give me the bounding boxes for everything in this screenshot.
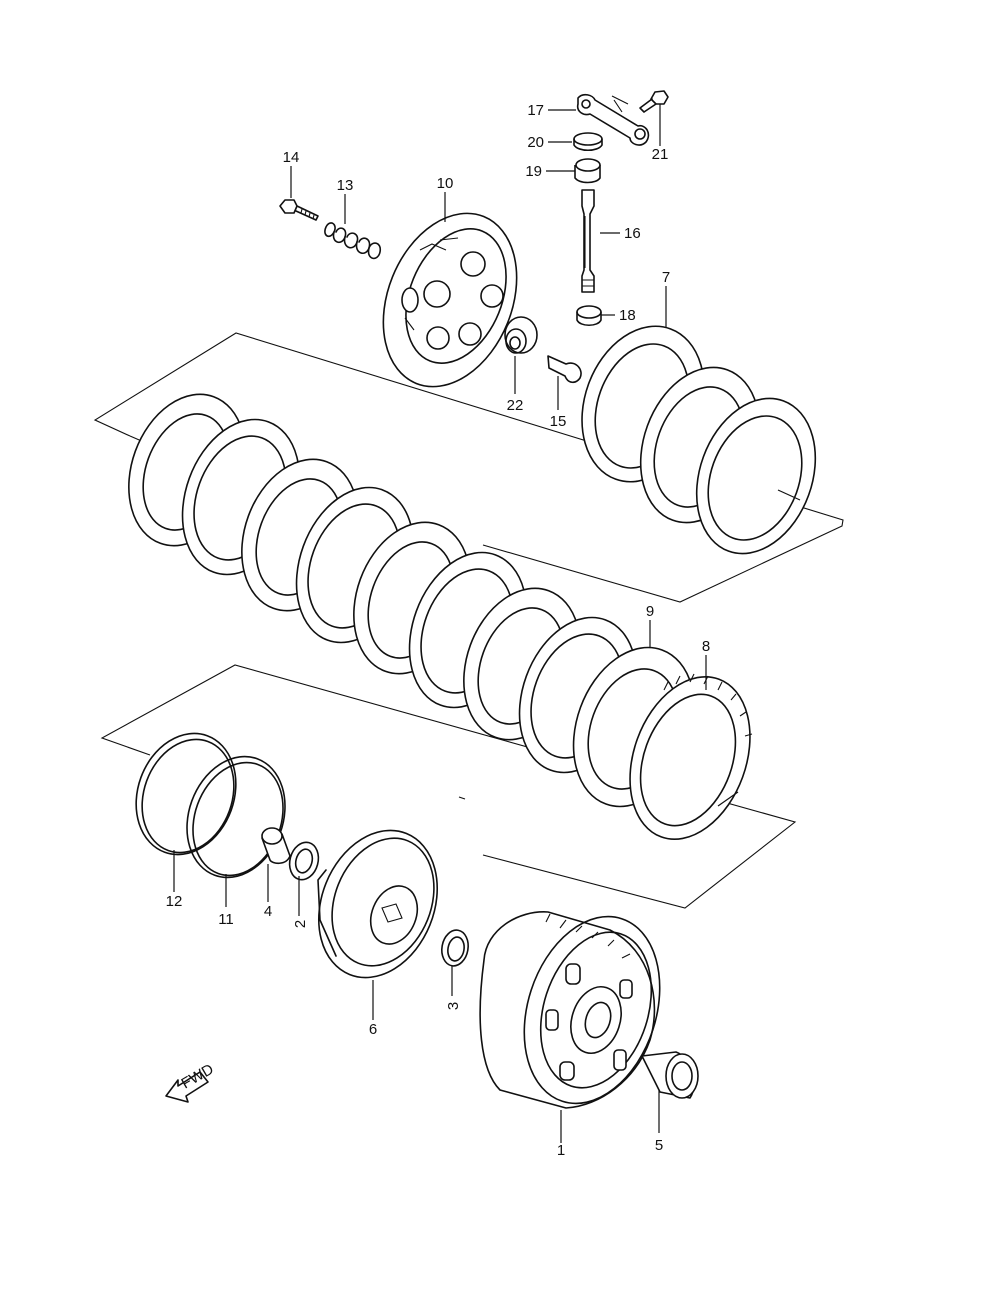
callout-2: 2 (292, 920, 309, 928)
callout-11: 11 (218, 911, 234, 928)
release-arm-bolt-part (639, 90, 669, 113)
pressure-plate-part (382, 212, 518, 388)
callout-20: 20 (527, 134, 544, 151)
callout-15: 15 (550, 413, 567, 430)
release-shaft-bushing-part (576, 305, 602, 327)
callout-7: 7 (662, 269, 670, 286)
oil-seal-part (573, 132, 603, 152)
callout-9: 9 (646, 603, 654, 620)
release-shaft-bearing-part (574, 158, 601, 184)
callout-numbers: 1 2 3 4 5 6 7 8 9 10 11 12 13 14 15 16 1… (166, 102, 711, 1159)
forward-arrow-icon: FWD (165, 1061, 217, 1103)
callout-18: 18 (619, 307, 636, 324)
callout-16: 16 (624, 225, 641, 242)
callout-5: 5 (655, 1137, 663, 1154)
callout-21: 21 (652, 146, 669, 163)
release-shaft-part (581, 189, 595, 293)
driven-plate-part (629, 673, 753, 841)
callout-10: 10 (437, 175, 454, 192)
clutch-housing-part (479, 911, 661, 1109)
callout-8: 8 (702, 638, 710, 655)
callout-22: 22 (507, 397, 524, 414)
callout-leaders (173, 104, 801, 1143)
clutch-spring-part (324, 222, 382, 260)
washer-part (441, 929, 469, 967)
callout-17: 17 (527, 102, 544, 119)
push-piece-part (547, 355, 582, 384)
clutch-plates-middle-row (353, 521, 638, 774)
clutch-spring-bolt-part (279, 199, 319, 221)
bush-part (641, 1051, 699, 1099)
lower-plate-frame (100, 664, 797, 909)
spring-washer-part (186, 755, 286, 879)
callout-6: 6 (369, 1021, 377, 1038)
callout-12: 12 (166, 893, 183, 910)
callout-13: 13 (337, 177, 354, 194)
callout-3: 3 (445, 1002, 462, 1010)
spacer-part (261, 827, 291, 865)
callout-14: 14 (283, 149, 300, 166)
release-arm-part (576, 93, 650, 146)
clutch-drive-plate-set-part (581, 325, 817, 555)
wire-ring-part (135, 732, 237, 856)
callout-1: 1 (557, 1142, 565, 1159)
thrust-washer-part (288, 841, 320, 881)
clutch-sleeve-hub-part (317, 829, 439, 979)
callout-4: 4 (264, 903, 272, 920)
clutch-plates-upper-row (128, 393, 415, 644)
release-bearing-part (504, 316, 538, 354)
callout-19: 19 (525, 163, 542, 180)
